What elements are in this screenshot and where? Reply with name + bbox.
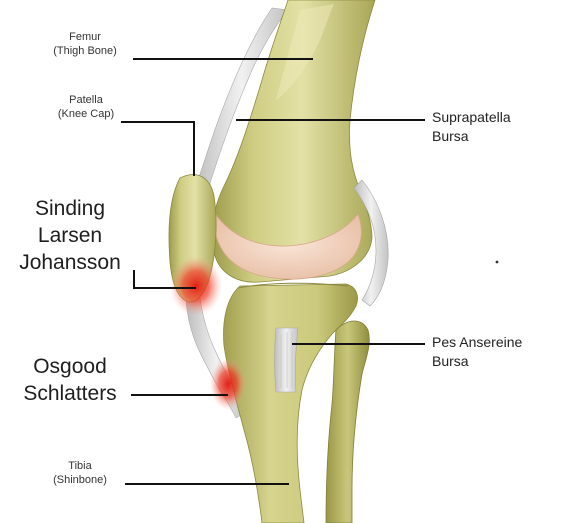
- femur-label-line2: (Thigh Bone): [40, 44, 130, 58]
- patella-label-line1: Patella: [50, 93, 122, 107]
- tibia-label-line2: (Shinbone): [38, 473, 122, 487]
- osgood-label-line1: Osgood: [12, 353, 128, 380]
- suprapatella-label-line1: Suprapatella: [432, 108, 552, 127]
- patella-label-line2: (Knee Cap): [50, 107, 122, 121]
- suprapatella-label-line2: Bursa: [432, 127, 552, 146]
- pes-ansereine-bursa-label: Pes Ansereine Bursa: [432, 333, 556, 371]
- sinding-larsen-johansson-label: Sinding Larsen Johansson: [6, 195, 134, 276]
- patella-leader: [121, 122, 194, 176]
- fibula-bone: [326, 321, 369, 523]
- tibia-label: Tibia (Shinbone): [38, 459, 122, 487]
- pes-anserine-tendon: [275, 328, 299, 392]
- femur-label: Femur (Thigh Bone): [40, 30, 130, 58]
- sinding-label-line3: Johansson: [6, 249, 134, 276]
- osgood-label-line2: Schlatters: [12, 380, 128, 407]
- osgood-schlatter-inflammation: [210, 358, 246, 410]
- sinding-larsen-inflammation: [170, 256, 222, 316]
- patella-label: Patella (Knee Cap): [50, 93, 122, 121]
- sinding-label-line1: Sinding: [6, 195, 134, 222]
- decorative-dot: [496, 261, 499, 264]
- osgood-schlatters-label: Osgood Schlatters: [12, 353, 128, 407]
- tibia-label-line1: Tibia: [38, 459, 122, 473]
- femur-label-line1: Femur: [40, 30, 130, 44]
- pes-label-line2: Bursa: [432, 352, 556, 371]
- pes-label-line1: Pes Ansereine: [432, 333, 556, 352]
- sinding-label-line2: Larsen: [6, 222, 134, 249]
- suprapatella-bursa-label: Suprapatella Bursa: [432, 108, 552, 146]
